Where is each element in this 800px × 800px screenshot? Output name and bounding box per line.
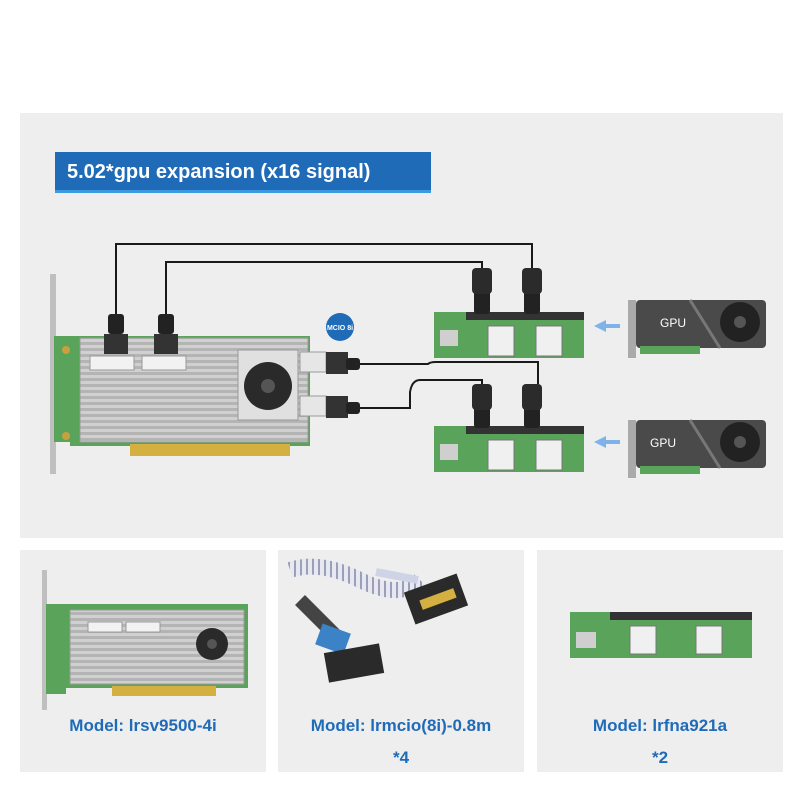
riser-board-upper <box>434 268 584 358</box>
product-image-raid-card <box>42 570 248 710</box>
product-qty-mcio-cable: *4 <box>392 748 410 767</box>
cable-group-upper <box>115 243 533 318</box>
cable-group-lower <box>358 361 539 409</box>
mcio-plug-raid-side-1 <box>326 352 360 374</box>
product-model-raid-card: Model: lrsv9500-4i <box>69 716 217 735</box>
product-image-mcio-cable <box>287 558 469 683</box>
product-model-mcio-cable: Model: lrmcio(8i)-0.8m <box>310 716 492 735</box>
mcio-port-badge: MCIO 8i <box>326 313 354 341</box>
raid-card-main <box>50 274 327 474</box>
product-panel-riser-board <box>537 550 783 772</box>
gpu-upper-label: GPU <box>660 316 686 330</box>
mcio-plug-raid-top-2 <box>154 314 178 354</box>
gpu-card-upper: GPU <box>628 299 766 358</box>
mcio-plug-raid-side-2 <box>326 396 360 418</box>
arrow-gpu-to-riser-lower <box>594 436 620 448</box>
gpu-card-lower: GPU <box>628 419 766 478</box>
mcio-badge-label: MCIO 8i <box>327 325 353 332</box>
diagram-title-banner: 5.02*gpu expansion (x16 signal) <box>55 152 431 193</box>
product-image-riser-board <box>570 612 752 658</box>
product-model-riser-board: Model: lrfna921a <box>592 716 728 735</box>
riser-board-lower <box>434 384 584 472</box>
gpu-lower-label: GPU <box>650 436 676 450</box>
product-qty-riser-board: *2 <box>651 748 669 767</box>
mcio-plug-raid-top-1 <box>104 314 128 354</box>
arrow-gpu-to-riser-upper <box>594 320 620 332</box>
